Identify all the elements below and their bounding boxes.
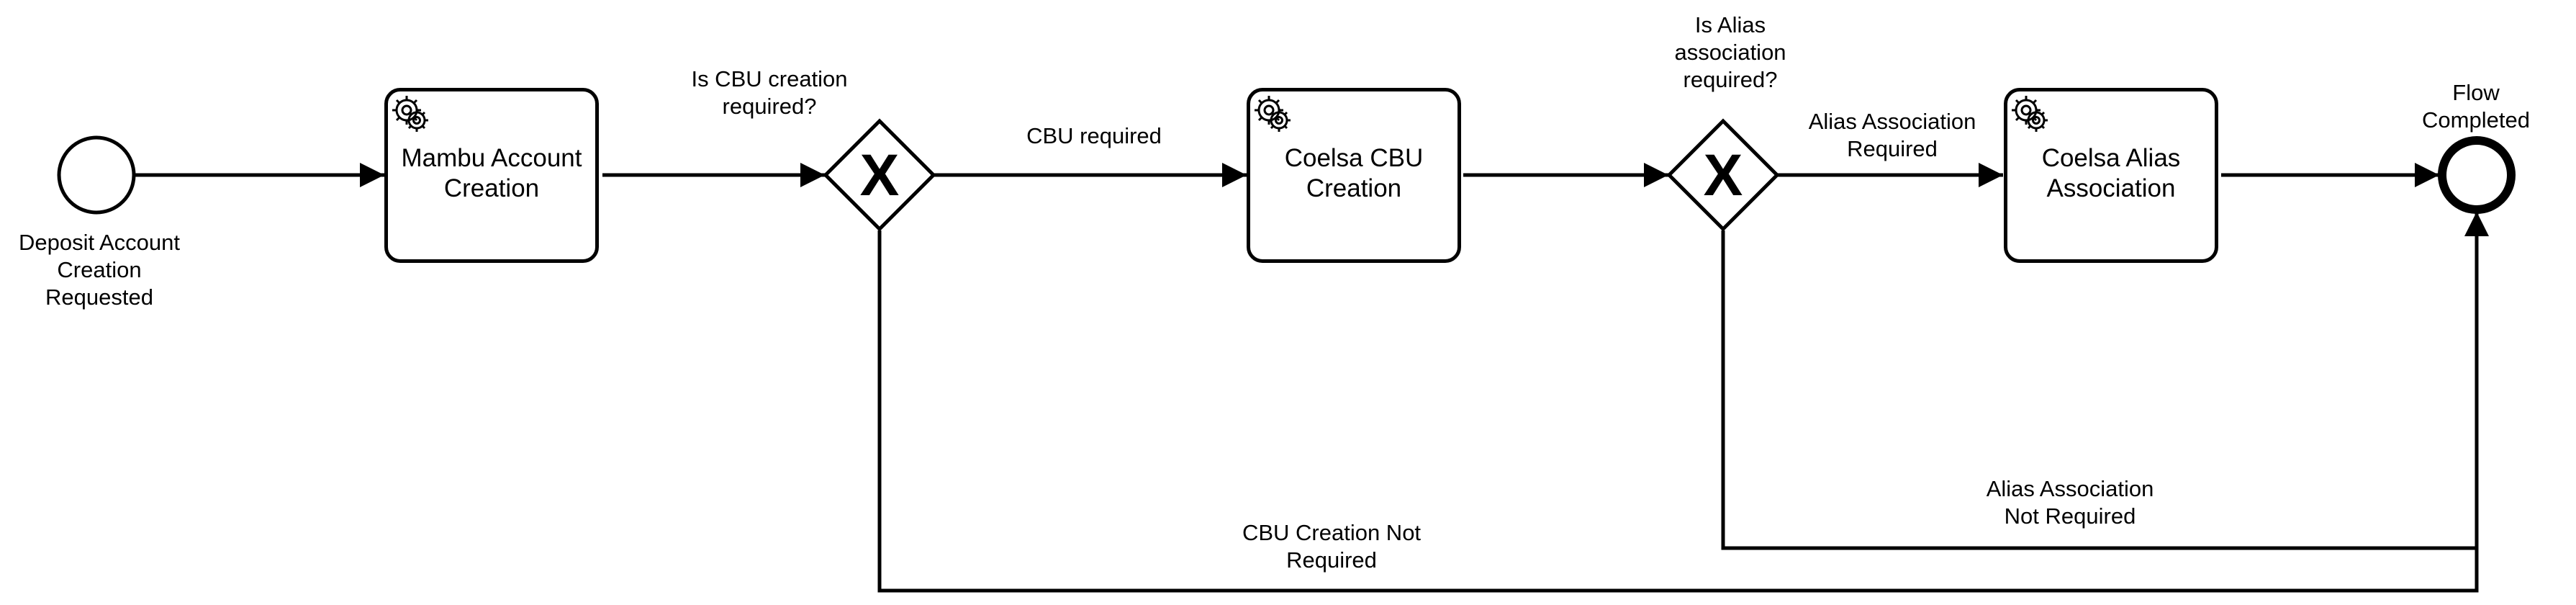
start-event-label: Deposit Account Creation Requested: [18, 230, 181, 310]
task-cbu-label: Coelsa CBU Creation: [1284, 144, 1424, 202]
flow-cbu-required-label: CBU required: [1026, 123, 1162, 148]
gateway-cbu-question: Is CBU creation required?: [691, 66, 848, 119]
flow-alias-not-required-label: Alias Association Not Required: [1986, 476, 2154, 529]
gear-icon: [2012, 96, 2048, 132]
gateway-cbu[interactable]: X: [823, 118, 936, 232]
task-mambu-account-creation[interactable]: Mambu Account Creation: [384, 88, 599, 263]
gateway-alias[interactable]: X: [1666, 118, 1780, 232]
task-alias-label: Coelsa Alias Association: [2041, 144, 2181, 202]
gateway-alias-diamond: [1666, 118, 1780, 232]
task-coelsa-cbu-creation[interactable]: Coelsa CBU Creation: [1247, 88, 1461, 263]
flow-cbu-not-required-label: CBU Creation Not Required: [1242, 520, 1422, 573]
task-coelsa-alias-association[interactable]: Coelsa Alias Association: [2004, 88, 2218, 263]
gateway-alias-question: Is Alias association required?: [1674, 12, 1786, 92]
gateway-alias-marker: X: [1704, 143, 1743, 208]
gear-icon: [1255, 96, 1291, 132]
flow-cbu-not-required: [877, 212, 2489, 593]
gateway-cbu-marker: X: [860, 143, 900, 208]
gateway-cbu-diamond: [823, 118, 936, 232]
end-event[interactable]: [2438, 136, 2516, 214]
flow-alias-not-required: [1721, 230, 2477, 550]
flow-alias-required-label: Alias Association Required: [1808, 109, 1976, 161]
start-event[interactable]: [57, 135, 136, 215]
end-event-label: Flow Completed: [2422, 80, 2530, 133]
task-mambu-label: Mambu Account Creation: [401, 144, 582, 202]
gear-icon: [392, 96, 428, 132]
